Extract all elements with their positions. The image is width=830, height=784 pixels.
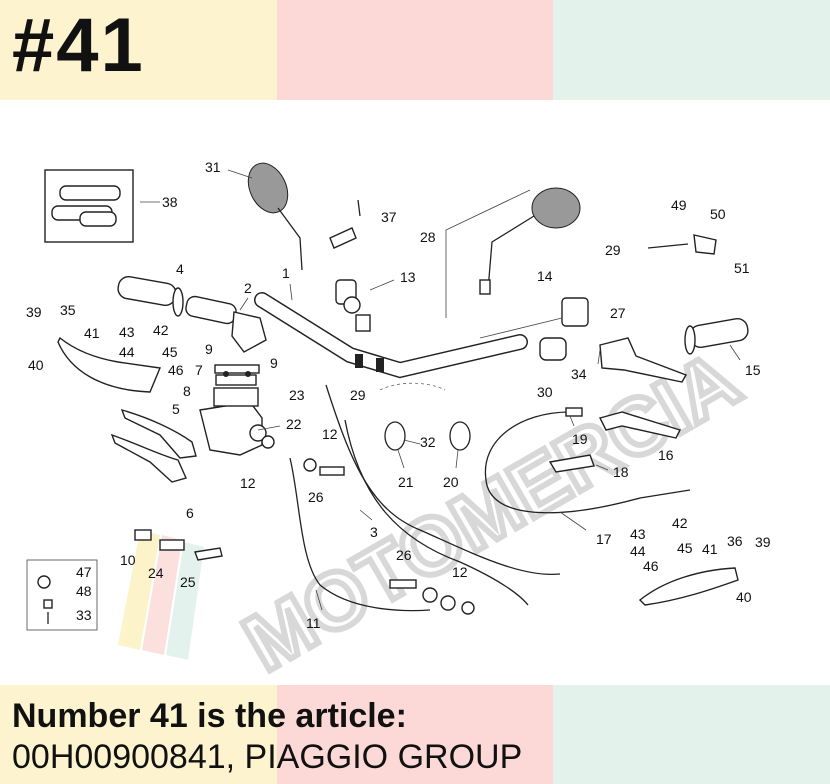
callout-2: 2 [244, 280, 252, 296]
callout-42-right: 42 [672, 515, 688, 531]
callout-17: 17 [596, 531, 612, 547]
throttle-30 [539, 337, 567, 361]
callout-40-right: 40 [736, 589, 752, 605]
left-hand-guard [57, 336, 161, 393]
left-grip [117, 276, 184, 317]
callout-4: 4 [176, 261, 184, 277]
callout-12-b: 12 [240, 475, 256, 491]
right-grip [684, 318, 749, 355]
callout-39-right: 39 [755, 534, 771, 550]
callout-6: 6 [186, 505, 194, 521]
watermark: MOTOMERCIA [226, 331, 756, 685]
callout-30: 30 [537, 384, 553, 400]
callout-31: 31 [205, 159, 221, 175]
callout-43-left: 43 [119, 324, 135, 340]
callout-44-left: 44 [119, 344, 135, 360]
callout-15: 15 [745, 362, 761, 378]
callout-45-right: 45 [677, 540, 693, 556]
callout-25: 25 [180, 574, 196, 590]
callout-41-right: 41 [702, 541, 718, 557]
lever-16 [598, 411, 681, 439]
callout-35: 35 [60, 302, 76, 318]
callout-40-left: 40 [28, 357, 44, 373]
callout-10: 10 [120, 552, 136, 568]
callout-29: 29 [605, 242, 621, 258]
callout-19: 19 [572, 431, 588, 447]
callout-12-a: 12 [322, 426, 338, 442]
callout-23: 23 [289, 387, 305, 403]
handlebar [254, 292, 528, 379]
callout-36: 36 [727, 533, 743, 549]
callout-46-left: 46 [168, 362, 184, 378]
bolts-inset [26, 559, 98, 631]
grips-inset [44, 169, 134, 243]
callout-37: 37 [381, 209, 397, 225]
callout-8: 8 [183, 383, 191, 399]
callout-24: 24 [148, 565, 164, 581]
watermark-color-blocks [118, 530, 204, 660]
callout-18: 18 [613, 464, 629, 480]
callout-1: 1 [282, 265, 290, 281]
callout-49: 49 [671, 197, 687, 213]
header-band [0, 0, 830, 100]
clamp-20 [449, 421, 471, 451]
callout-9-b: 9 [270, 355, 278, 371]
callout-45-left: 45 [162, 344, 178, 360]
callout-39-left: 39 [26, 304, 42, 320]
left-mirror [247, 162, 303, 271]
callout-26-a: 26 [308, 489, 324, 505]
right-hand-guard [638, 567, 739, 606]
callout-16: 16 [658, 447, 674, 463]
callout-29-b: 29 [350, 387, 366, 403]
callout-12-c: 12 [452, 564, 468, 580]
part-number-heading: #41 [12, 3, 145, 88]
callout-28: 28 [420, 229, 436, 245]
callout-43-right: 43 [630, 526, 646, 542]
callout-3: 3 [370, 524, 378, 540]
callout-50: 50 [710, 206, 726, 222]
small-parts [134, 199, 717, 615]
callout-14: 14 [537, 268, 553, 284]
callout-34: 34 [571, 366, 587, 382]
callout-33: 33 [76, 607, 92, 623]
callout-48: 48 [76, 583, 92, 599]
callout-13: 13 [400, 269, 416, 285]
callout-42-left: 42 [153, 322, 169, 338]
callout-41-left: 41 [84, 325, 100, 341]
left-switch [185, 295, 267, 353]
right-mirror [445, 187, 581, 318]
article-caption: Number 41 is the article: [12, 697, 407, 735]
callout-47: 47 [76, 564, 92, 580]
callout-27: 27 [610, 305, 626, 321]
callout-11: 11 [306, 615, 321, 631]
callout-labels: 31 38 37 28 49 50 4 1 2 13 14 29 51 39 3… [26, 159, 771, 631]
cables [289, 382, 691, 612]
callout-32: 32 [420, 434, 436, 450]
callout-20: 20 [443, 474, 459, 490]
callout-9-a: 9 [205, 341, 213, 357]
callout-7: 7 [195, 362, 203, 378]
callout-21: 21 [398, 474, 414, 490]
callout-46-right: 46 [643, 558, 659, 574]
footer-band [0, 685, 830, 784]
callout-44-right: 44 [630, 543, 646, 559]
exploded-parts-diagram: MOTOMERCIA [26, 159, 771, 685]
lever-27 [599, 337, 688, 383]
callout-51: 51 [734, 260, 750, 276]
leader-lines [140, 169, 741, 611]
lever-6 [110, 433, 187, 483]
callout-38: 38 [162, 194, 178, 210]
master-cylinder [199, 374, 267, 456]
watermark-text: MOTOMERCIA [229, 334, 753, 685]
callout-26-b: 26 [396, 547, 412, 563]
callout-22: 22 [286, 416, 302, 432]
right-switch [479, 297, 589, 339]
lever-5 [120, 408, 197, 459]
callout-5: 5 [172, 401, 180, 417]
article-code: 00H00900841, PIAGGIO GROUP [12, 738, 523, 776]
clamp-21 [384, 421, 406, 451]
